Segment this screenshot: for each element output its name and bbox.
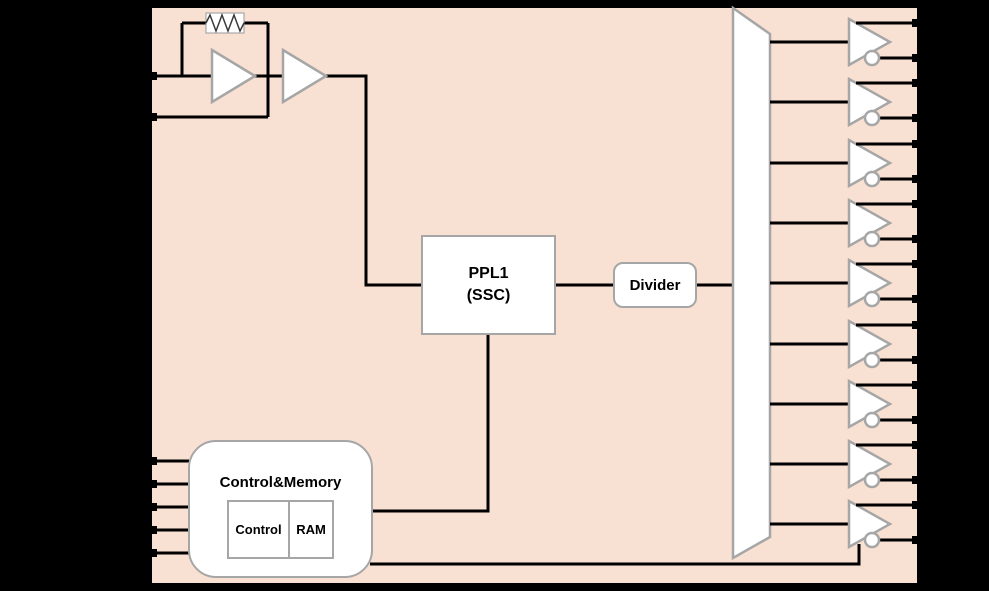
left-pin [148, 480, 157, 488]
left-pin-group [148, 72, 189, 557]
resistor-icon [205, 12, 245, 34]
control-memory-inner: Control RAM [227, 500, 334, 559]
inverting-output-bubble-icon [863, 230, 881, 248]
osc-to-pll-wire [326, 74, 421, 287]
ram-label: RAM [296, 522, 326, 537]
right-pin [912, 321, 921, 329]
right-pin [912, 476, 921, 484]
right-pin [912, 536, 921, 544]
control-memory-title: Control&Memory [219, 474, 342, 491]
right-pin [912, 260, 921, 268]
inverting-output-bubble-icon [863, 170, 881, 188]
pll-label-line1: PPL1 [468, 265, 509, 283]
control-memory-block: Control&Memory Control RAM [188, 440, 373, 578]
divider-block: Divider [613, 262, 697, 308]
right-pin [912, 416, 921, 424]
right-pin [912, 54, 921, 62]
inverting-output-bubble-icon [863, 471, 881, 489]
inverting-output-bubble-icon [863, 109, 881, 127]
pll-label-line2: (SSC) [466, 287, 511, 304]
right-pin [912, 295, 921, 303]
inverting-output-bubble-icon [863, 49, 881, 67]
right-pin [912, 175, 921, 183]
divider-label: Divider [629, 276, 681, 294]
right-pin [912, 356, 921, 364]
left-pin [148, 457, 157, 465]
inverting-output-bubble-icon [863, 351, 881, 369]
ram-sub-block: RAM [288, 500, 334, 559]
wires [152, 21, 861, 566]
osc-buffer2-icon [281, 47, 329, 105]
osc-buffer-icon [210, 47, 258, 105]
control-sub-block: Control [227, 500, 290, 559]
right-pin [912, 381, 921, 389]
left-pin [148, 549, 157, 557]
right-pin [912, 140, 921, 148]
left-pin [148, 72, 157, 80]
inverting-output-bubble-icon [863, 531, 881, 549]
control-to-output-wire [370, 544, 861, 566]
mux-trapezoid-icon [731, 5, 772, 561]
left-pin [148, 526, 157, 534]
inverting-output-bubble-icon [863, 290, 881, 308]
right-pin [912, 114, 921, 122]
control-label: Control [235, 522, 282, 537]
right-pin [912, 19, 921, 27]
left-pin [148, 503, 157, 511]
left-pin [148, 113, 157, 121]
right-pin [912, 441, 921, 449]
inverting-output-bubble-icon [863, 411, 881, 429]
right-pin [912, 79, 921, 87]
pll-block: PPL1 (SSC) [421, 235, 556, 335]
output-buffer-group [770, 16, 921, 550]
right-pin [912, 501, 921, 509]
control-to-pll-wire [373, 334, 490, 513]
right-pin [912, 200, 921, 208]
right-pin [912, 235, 921, 243]
